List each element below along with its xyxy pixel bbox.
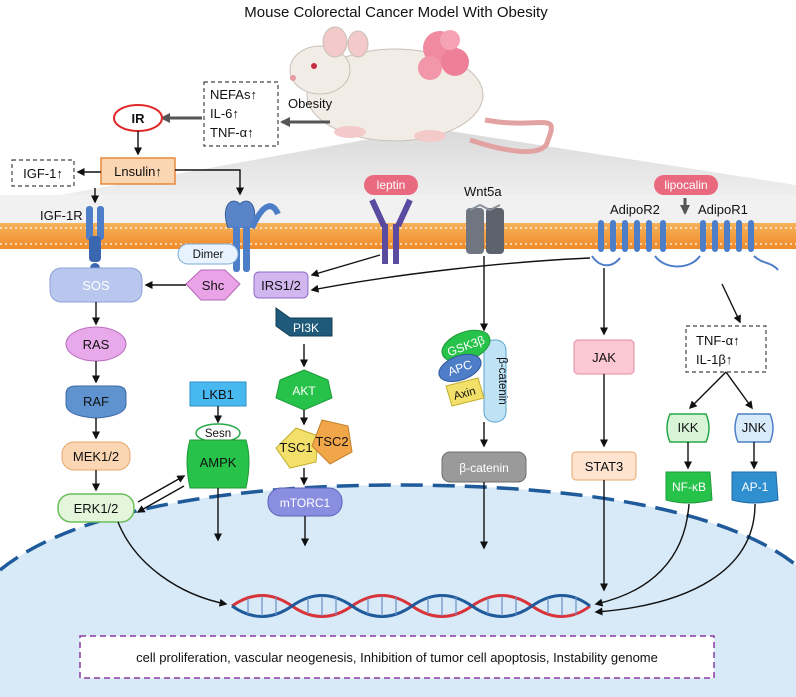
leptin-receptor [369,198,413,264]
jak-label: JAK [592,350,616,365]
shc-node [185,269,241,301]
arrow-ampk-to-erk [136,485,185,513]
tsc1-node [275,427,319,469]
sesn-label: Sesn [205,428,231,440]
mouse-illustration [289,26,554,155]
insulin-box [100,157,176,185]
mtorc1-label: mTORC1 [280,496,331,510]
irs-node [253,271,309,299]
leptin-label: leptin [377,178,406,192]
arrow-insulin-to-receptor [175,169,244,196]
igf1r-label: IGF-1R [40,208,83,223]
factor-nefas: NEFAs↑ [210,87,257,102]
bcat-complex-label: β-catenin [496,357,508,405]
cytokine-box [685,325,767,373]
outcome-box [79,635,715,679]
axin-node [445,377,485,407]
erk-label: ERK1/2 [74,501,119,516]
outcome-text: cell proliferation, vascular neogenesis,… [136,650,658,665]
tsc1-label: TSC1 [279,440,312,455]
ras-label: RAS [83,337,110,352]
leptin-badge [364,175,418,195]
bcat-complex-node [483,339,507,423]
igf1-label: IGF-1↑ [23,166,63,181]
lipocalin-label: lipocalin [664,178,707,192]
jnk-label: JNK [742,420,767,435]
wnt5a-receptor [466,203,504,254]
ap1-label: AP-1 [742,480,769,494]
adipor-receptors [591,220,779,271]
adipor1-label: AdipoR1 [698,202,748,217]
ikk-label: IKK [678,420,699,435]
raf-label: RAF [83,394,109,409]
ampk-node [186,439,250,489]
dna-helix-icon [231,594,591,618]
jnk-node [734,413,774,443]
tsc2-label: TSC2 [315,434,348,449]
arrow-cytokines-to-jnk [725,371,753,410]
ampk-label: AMPK [200,455,237,470]
cytokine-il1b: IL-1β↑ [696,352,732,367]
stat3-label: STAT3 [585,459,624,474]
apc-node [438,353,482,383]
pi3k-node [275,307,333,337]
pi3k-label: PI3K [293,321,319,335]
shc-label: Shc [202,278,225,293]
wnt5a-label: Wnt5a [464,184,502,199]
dimer-badge [177,243,239,265]
arrow-adipor-to-irs [310,257,591,293]
erk-node [57,493,135,523]
diagram-title: Mouse Colorectal Cancer Model With Obesi… [244,4,548,21]
mek-label: MEK1/2 [73,449,119,464]
akt-label: AKT [292,384,316,398]
igf1r-receptor [86,206,104,273]
obesity-label: Obesity [288,96,333,111]
raf-node [65,385,127,419]
ikk-node [666,413,710,443]
nfkb-label: NF-κB [672,480,706,494]
arrow-erk-to-ampk [137,475,186,503]
arrow-leptin-to-irs [310,254,381,278]
lipocalin-badge [654,175,718,195]
arrow-cytokines-to-ikk [688,371,727,410]
dimer-label: Dimer [193,249,224,261]
lkb1-label: LKB1 [202,387,234,402]
ap1-node [731,471,779,504]
bcat-label: β-catenin [459,461,509,475]
factor-tnfa: TNF-α↑ [210,125,254,140]
obesity-factors-box: NEFAs↑ IL-6↑ TNF-α↑ [203,81,279,147]
axin-label: Axin [452,385,477,402]
arrow-erk-to-dna [117,521,228,607]
sos-label: SOS [82,278,110,293]
factor-il6: IL-6↑ [210,106,239,121]
tsc2-node [311,419,353,465]
nfkb-node [665,471,713,504]
tumor-icon [418,30,469,80]
sos-node [49,267,143,303]
arrow-nfkb-to-dna [594,503,690,607]
arrow-adipor1-to-cytokines [721,283,741,324]
igf1-box [11,159,75,187]
arrow-ap1-to-dna [594,503,756,616]
insulin-label: Lnsulin↑ [114,164,162,179]
adipor2-label: AdipoR2 [610,202,660,217]
zoom-cone [60,128,796,195]
cytokine-tnfa: TNF-α↑ [696,333,740,348]
ir-label: IR [132,111,146,126]
irs-label: IRS1/2 [261,278,301,293]
